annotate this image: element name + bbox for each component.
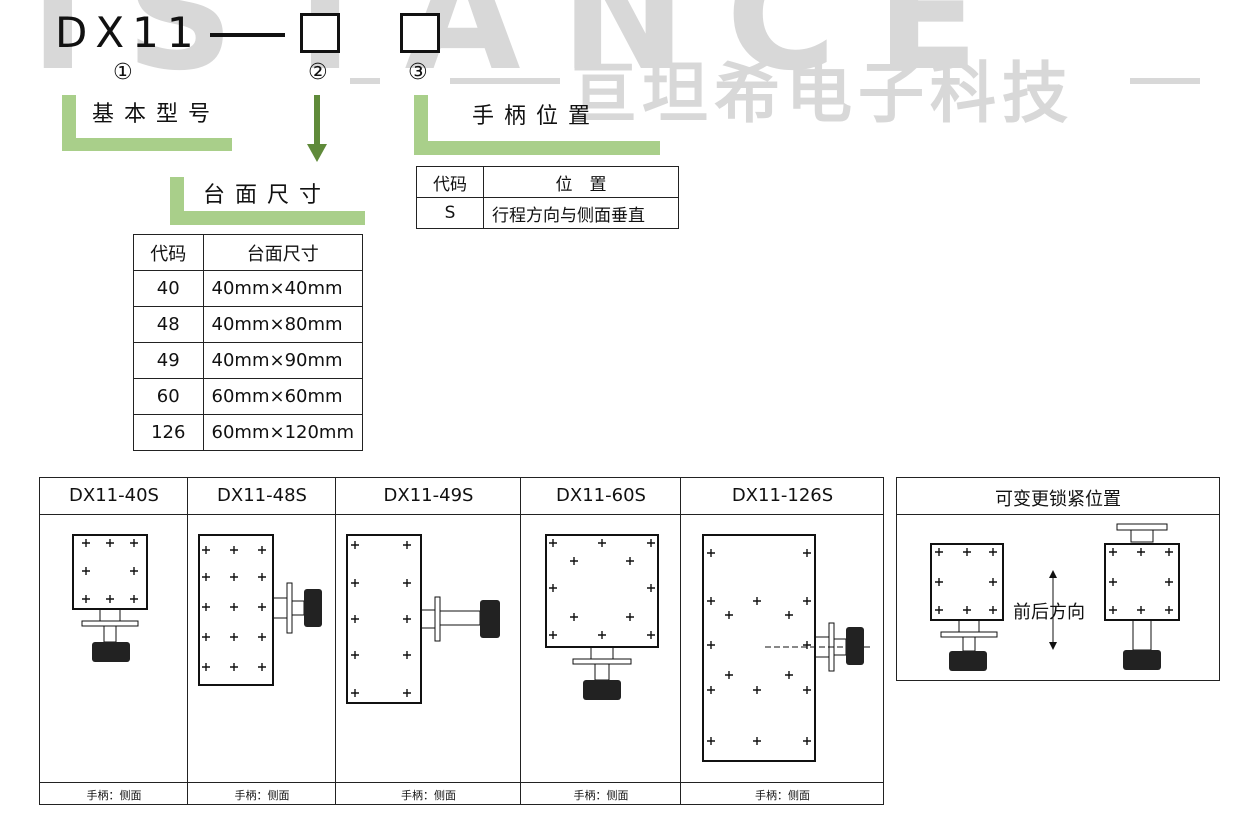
stage-drawing-49	[346, 534, 500, 704]
lock-panel-header-line	[897, 514, 1219, 515]
model-column	[188, 478, 336, 804]
arrow-shaft	[314, 95, 320, 147]
model-name: DX11-60S	[556, 485, 646, 506]
cell-code: 40	[133, 270, 204, 307]
table-row: 126 60mm×120mm	[133, 414, 364, 451]
label-table-size: 台面尺寸	[203, 183, 332, 208]
watermark-line-mid	[450, 78, 560, 84]
header-code: 代码	[133, 234, 204, 271]
table-row: 49 40mm×90mm	[133, 342, 364, 379]
option-box-handle	[400, 13, 440, 53]
lock-position-panel: 可变更锁紧位置 前后方向	[896, 477, 1220, 681]
cell-position: 行程方向与侧面垂直	[483, 197, 679, 229]
header-code: 代码	[416, 166, 484, 198]
double-arrow-icon	[1049, 570, 1057, 650]
handle-position-table: 代码 位 置 S 行程方向与侧面垂直	[416, 166, 679, 229]
lock-drawing-right	[1104, 523, 1180, 670]
model-column	[521, 478, 681, 804]
cell-code: 126	[133, 414, 204, 451]
stage-drawing-60	[545, 534, 659, 700]
model-name: DX11-48S	[217, 485, 307, 506]
option-box-size	[300, 13, 340, 53]
cell-size: 40mm×90mm	[202, 342, 364, 379]
model-footnote: 手柄：侧面	[86, 789, 142, 802]
header-position: 位 置	[483, 166, 679, 198]
grid-header-line	[40, 514, 883, 515]
table-size-table: 代码 台面尺寸 40 40mm×40mm 48 40mm×80mm 49 40m…	[133, 234, 364, 451]
stage-drawing-48	[198, 534, 322, 686]
cell-code: 49	[133, 342, 204, 379]
table-row: 60 60mm×60mm	[133, 378, 364, 415]
bracket-base-vertical	[62, 95, 76, 151]
lock-panel-title: 可变更锁紧位置	[995, 489, 1121, 510]
table-row: S 行程方向与侧面垂直	[416, 197, 679, 229]
watermark-brand: ISTANCE	[30, 0, 1019, 104]
table-row: 48 40mm×80mm	[133, 306, 364, 343]
stage-drawing-126	[702, 534, 871, 762]
table-row: 40 40mm×40mm	[133, 270, 364, 307]
model-footnote: 手柄：侧面	[234, 789, 290, 802]
watermark-line-right	[1130, 78, 1200, 84]
model-drawing-grid: DX11-40S DX11-48S DX11-49S DX11-60S DX11…	[39, 477, 884, 805]
cell-size: 60mm×120mm	[202, 414, 364, 451]
cell-code: 60	[133, 378, 204, 415]
cell-code: 48	[133, 306, 204, 343]
model-name: DX11-126S	[731, 485, 834, 506]
arrow-down-icon	[307, 144, 327, 162]
bracket-handle-vertical	[414, 95, 428, 155]
cell-code: S	[416, 197, 484, 229]
bracket-size-horizontal	[170, 211, 365, 225]
cell-size: 40mm×80mm	[202, 306, 364, 343]
model-footnote: 手柄：侧面	[401, 789, 456, 802]
title-dash	[210, 33, 285, 37]
bracket-handle-horizontal	[414, 141, 660, 155]
model-footnote: 手柄：侧面	[573, 789, 629, 802]
lock-drawing-left	[930, 543, 1004, 671]
model-footnote: 手柄：侧面	[755, 789, 810, 802]
model-name: DX11-49S	[383, 485, 474, 506]
marker-1: ①	[113, 60, 133, 85]
label-base-model: 基本型号	[92, 102, 221, 127]
watermark-cn: 亘坦希电子科技	[570, 55, 1074, 132]
label-handle-position: 手柄位置	[472, 104, 601, 129]
model-name: DX11-40S	[69, 485, 159, 506]
grid-footer-line	[40, 782, 883, 783]
model-base-title: DX11	[55, 8, 202, 57]
model-column	[40, 478, 188, 804]
marker-3: ③	[408, 60, 428, 85]
cell-size: 40mm×40mm	[202, 270, 364, 307]
direction-label: 前后方向	[1013, 602, 1085, 623]
bracket-base-horizontal	[62, 138, 232, 151]
header-size: 台面尺寸	[202, 234, 364, 271]
watermark-line-left	[350, 78, 380, 84]
cell-size: 60mm×60mm	[202, 378, 364, 415]
marker-2: ②	[308, 60, 328, 85]
stage-drawing-40	[72, 534, 148, 662]
model-column	[336, 478, 521, 804]
